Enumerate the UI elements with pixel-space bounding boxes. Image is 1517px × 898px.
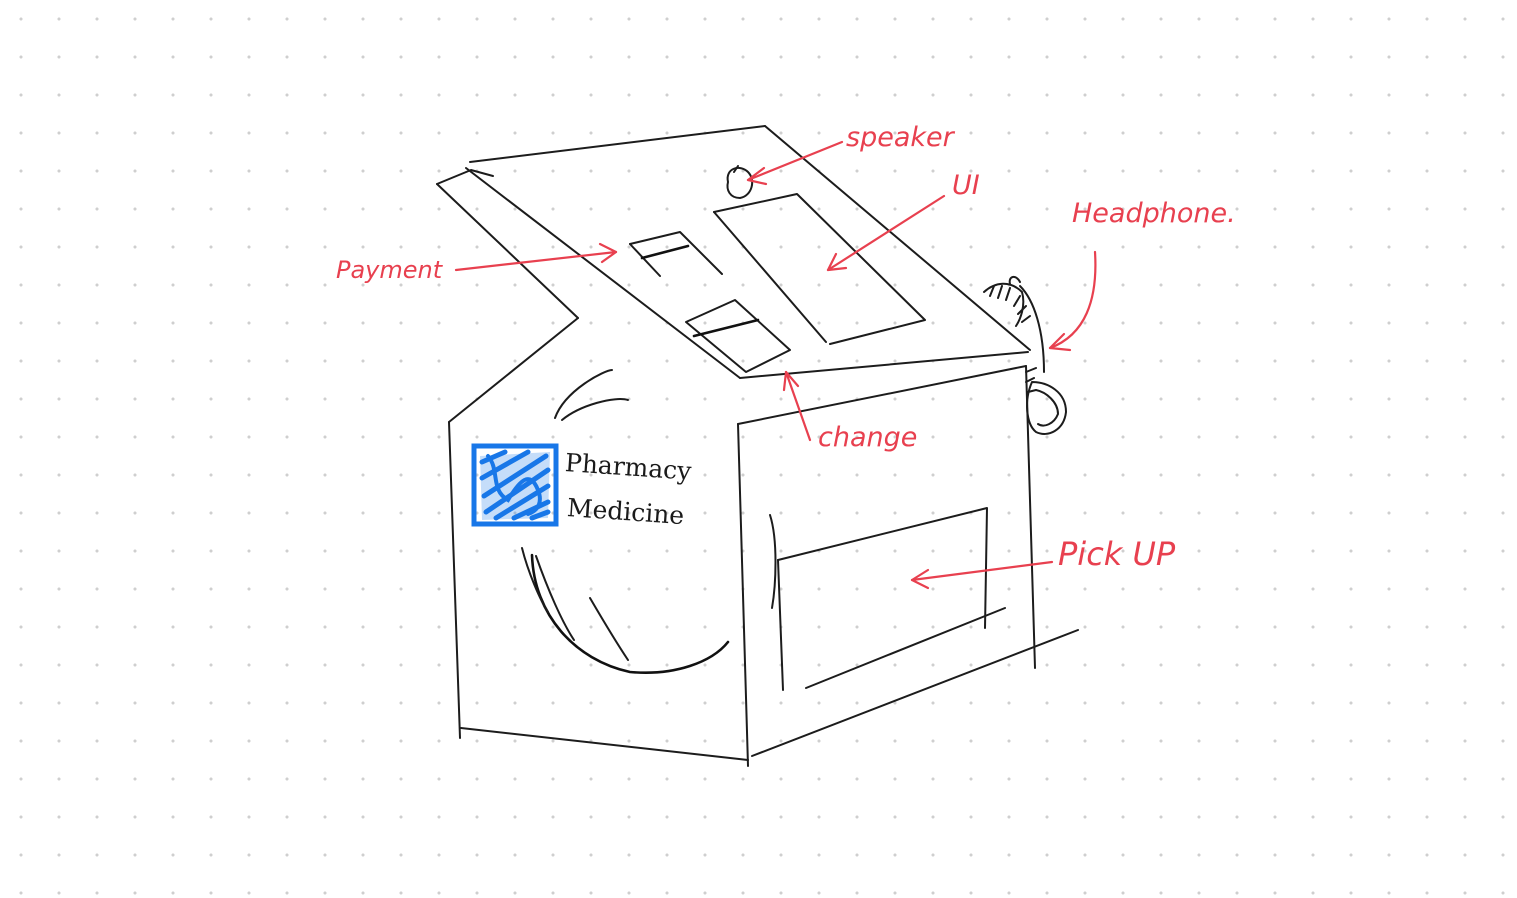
kiosk-left-panel — [448, 317, 749, 761]
blue-square-logo-icon — [471, 443, 559, 527]
headphone-arrow — [1048, 250, 1097, 350]
payment-label: Payment — [336, 256, 443, 284]
headphone-label: Headphone. — [1072, 198, 1236, 229]
left-panel-decoration — [521, 369, 777, 674]
ui-arrow — [826, 194, 946, 272]
speaker-icon — [726, 165, 754, 199]
payment-slot — [629, 231, 723, 277]
change-label: change — [818, 422, 918, 453]
ui-screen — [713, 193, 926, 345]
speaker-label: speaker — [846, 122, 954, 153]
ui-label: UI — [952, 170, 980, 201]
pickup-label: Pick UP — [1058, 535, 1176, 573]
brand-name-line2: Medicine — [566, 493, 686, 531]
speaker-arrow — [746, 140, 844, 182]
change-slot — [685, 299, 791, 373]
change-arrow — [784, 370, 812, 442]
annotation-arrows — [454, 140, 1097, 590]
pickup-window — [777, 507, 1006, 691]
kiosk-top-surface — [436, 125, 1031, 379]
headphone-icon — [983, 276, 1067, 435]
payment-arrow — [454, 250, 618, 272]
pickup-arrow — [910, 560, 1054, 582]
